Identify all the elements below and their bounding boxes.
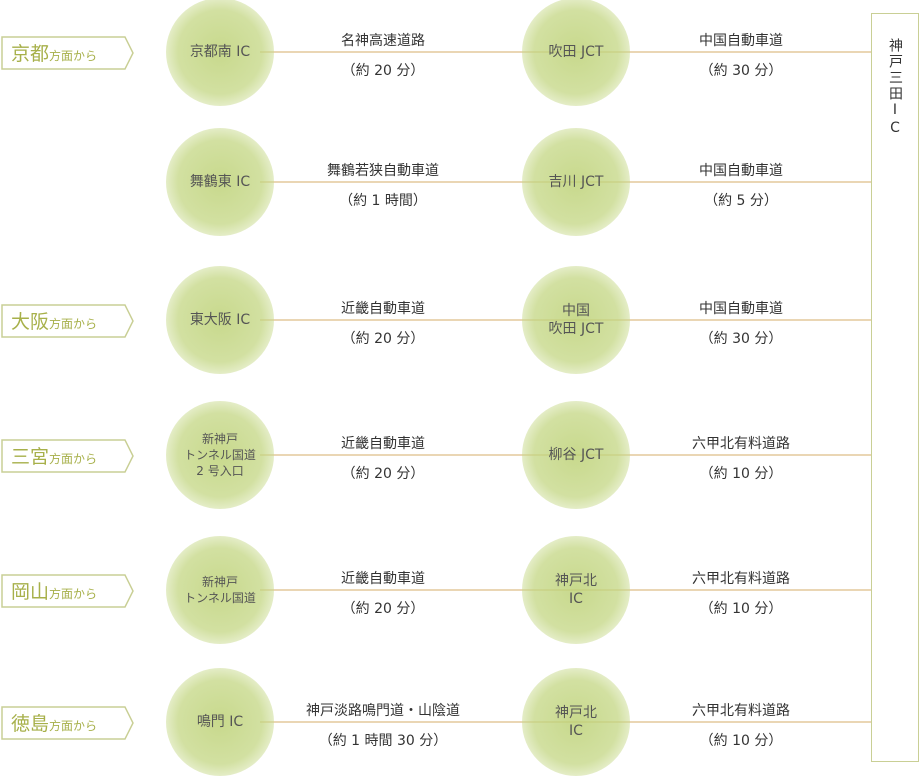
ic-label: 鳴門 IC [196, 714, 244, 730]
ic-node: 東大阪 IC [166, 266, 274, 374]
jct-node: 吹田 JCT [522, 0, 630, 106]
jct-node: 中国 吹田 JCT [522, 266, 630, 374]
travel-time-2: （約 30 分） [699, 331, 783, 347]
ic-node: 舞鶴東 IC [166, 128, 274, 236]
origin-name: 三宮 [11, 446, 50, 468]
road-name-1: 近畿自動車道 [341, 436, 425, 452]
destination-label: 神戸三田IC [887, 38, 903, 138]
travel-time-2: （約 10 分） [699, 601, 783, 617]
travel-time-1: （約 20 分） [341, 601, 425, 617]
travel-time-2: （約 5 分） [704, 193, 778, 209]
ic-node: 新神戸 トンネル国道 2 号入口 [166, 401, 274, 509]
travel-time-1: （約 20 分） [341, 331, 425, 347]
ic-node: 京都南 IC [166, 0, 274, 106]
destination-box: 神戸三田IC [871, 13, 919, 762]
travel-time-1: （約 1 時間） [339, 193, 427, 209]
road-name-1: 神戸淡路鳴門道・山陰道 [306, 703, 460, 719]
origin-tag: 岡山方面から [1, 574, 134, 608]
travel-time-1: （約 1 時間 30 分） [318, 733, 448, 749]
travel-time-2: （約 30 分） [699, 63, 783, 79]
jct-label: 神戸北 IC [555, 573, 597, 607]
road-name-2: 六甲北有料道路 [692, 703, 790, 719]
travel-time-2: （約 10 分） [699, 466, 783, 482]
road-name-1: 舞鶴若狭自動車道 [327, 163, 439, 179]
jct-label: 中国 吹田 JCT [548, 303, 604, 337]
origin-suffix: 方面から [49, 317, 98, 331]
origin-suffix: 方面から [49, 49, 98, 63]
road-name-2: 六甲北有料道路 [692, 571, 790, 587]
road-name-2: 中国自動車道 [699, 163, 783, 179]
origin-name: 大阪 [11, 311, 50, 333]
jct-label: 柳谷 JCT [548, 447, 604, 463]
jct-node: 吉川 JCT [522, 128, 630, 236]
road-name-2: 中国自動車道 [699, 33, 783, 49]
road-name-1: 近畿自動車道 [341, 301, 425, 317]
road-name-2: 中国自動車道 [699, 301, 783, 317]
ic-label: 京都南 IC [189, 44, 251, 60]
origin-suffix: 方面から [49, 719, 98, 733]
ic-label: 舞鶴東 IC [189, 174, 251, 190]
road-name-2: 六甲北有料道路 [692, 436, 790, 452]
origin-name: 京都 [11, 43, 50, 65]
road-name-1: 名神高速道路 [341, 33, 425, 49]
origin-tag: 三宮方面から [1, 439, 134, 473]
jct-label: 神戸北 IC [555, 705, 597, 739]
jct-label: 吉川 JCT [548, 174, 604, 190]
origin-name: 岡山 [11, 581, 50, 603]
travel-time-1: （約 20 分） [341, 466, 425, 482]
ic-node: 新神戸 トンネル国道 [166, 536, 274, 644]
ic-label: 東大阪 IC [189, 312, 251, 328]
origin-tag: 京都方面から [1, 36, 134, 70]
jct-node: 神戸北 IC [522, 668, 630, 776]
origin-name: 徳島 [11, 713, 50, 735]
origin-tag: 大阪方面から [1, 304, 134, 338]
ic-label: 新神戸 トンネル国道 [184, 575, 256, 605]
jct-node: 柳谷 JCT [522, 401, 630, 509]
origin-suffix: 方面から [49, 587, 98, 601]
origin-tag: 徳島方面から [1, 706, 134, 740]
ic-node: 鳴門 IC [166, 668, 274, 776]
origin-suffix: 方面から [49, 452, 98, 466]
travel-time-2: （約 10 分） [699, 733, 783, 749]
ic-label: 新神戸 トンネル国道 2 号入口 [184, 432, 256, 478]
jct-node: 神戸北 IC [522, 536, 630, 644]
travel-time-1: （約 20 分） [341, 63, 425, 79]
jct-label: 吹田 JCT [548, 44, 604, 60]
road-name-1: 近畿自動車道 [341, 571, 425, 587]
